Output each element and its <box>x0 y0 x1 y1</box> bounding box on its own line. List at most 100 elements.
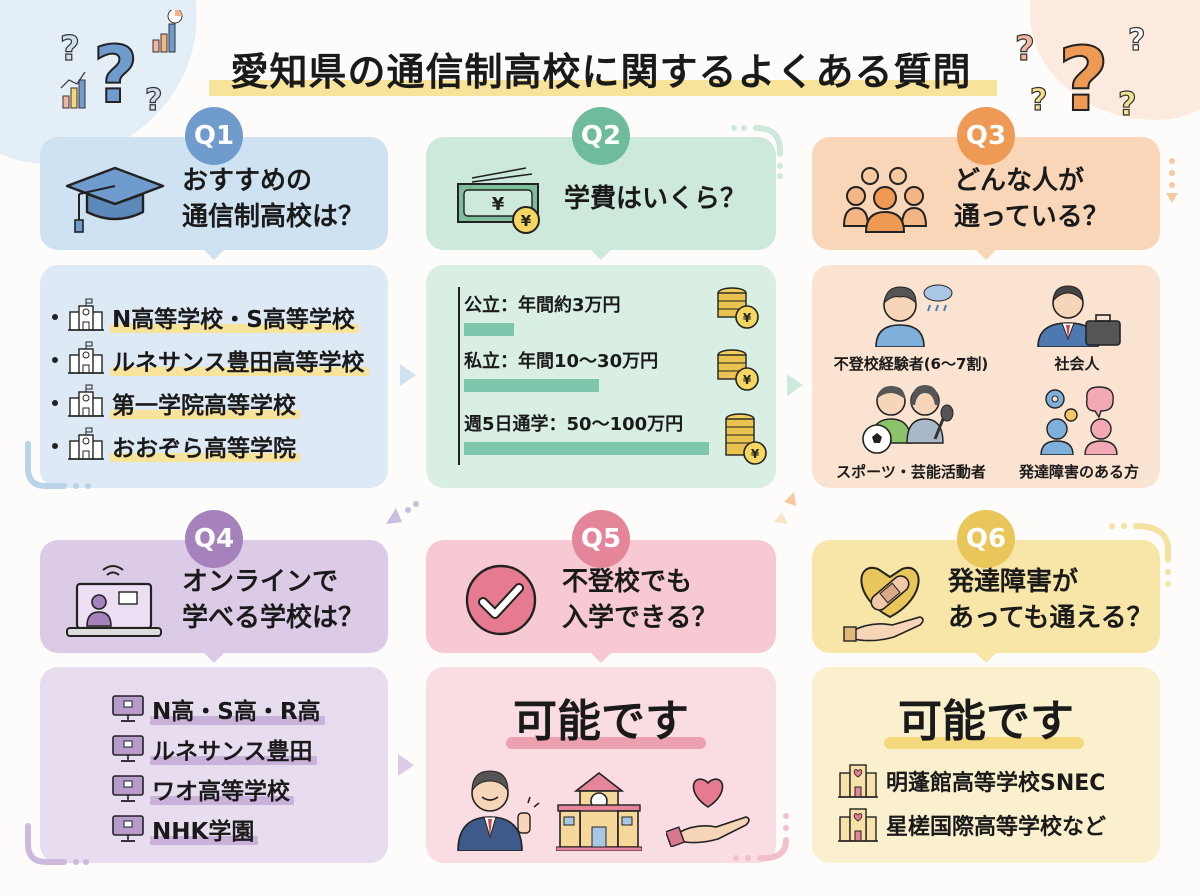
dotted-curve-decoration <box>731 125 783 179</box>
online-school-name: N高・S高・R高 <box>152 699 321 725</box>
coin-stack-icon: ¥ <box>717 349 759 391</box>
q1-question-card: Q1 おすすめの 通信制高校は？ <box>40 107 388 260</box>
q1-question-line1: おすすめの <box>182 165 313 196</box>
q4-question-line1: オンラインで <box>182 566 339 597</box>
person-item: スポーツ・芸能活動者 <box>826 383 996 482</box>
list-item: ワオ高等学校 <box>112 769 321 809</box>
fee-bar <box>464 442 709 455</box>
school-name: N高等学校・S高等学校 <box>112 306 355 333</box>
laptop-online-icon <box>60 555 170 645</box>
coin-stack-icon: ¥ <box>725 413 767 465</box>
q5-badge: Q5 <box>572 510 630 568</box>
q1-school-list: N高等学校・S高等学校 ルネサンス豊田高等学校 第一学院高等学校 おおぞら高等学… <box>48 295 369 467</box>
online-school-name: ルネサンス豊田 <box>152 739 313 765</box>
bandaged-heart-hand-icon <box>832 555 942 645</box>
svg-text:?: ? <box>1030 83 1047 118</box>
fee-bar <box>464 323 514 336</box>
online-school-name: NHK学園 <box>152 819 255 845</box>
q5-question-card: Q5 不登校でも 入学できる？ <box>426 510 776 663</box>
fee-label: 週5日通学：50〜100万円 <box>464 414 684 435</box>
monitor-icon <box>112 815 144 842</box>
dotted-curve-decoration <box>25 441 91 489</box>
person-label: スポーツ・芸能活動者 <box>836 463 986 481</box>
list-item: N高等学校・S高等学校 <box>48 295 365 338</box>
q6-question-line1: 発達障害が <box>948 566 1079 597</box>
q4-question-card: Q4 オンラインで 学べる学校は？ <box>40 510 388 663</box>
q5-question-line2: 入学できる？ <box>562 602 718 633</box>
school-building-icon <box>68 341 104 379</box>
list-item: N高・S高・R高 <box>112 689 325 729</box>
fee-row-fulltime: 週5日通学：50〜100万円 <box>464 410 709 455</box>
q2-question-card: Q2 ¥ ¥ 学費はいくら？ <box>426 107 776 260</box>
q5-answer-card: 可能です <box>426 667 776 863</box>
dotted-curve-decoration <box>733 813 789 861</box>
q6-pointer <box>975 652 997 663</box>
svg-text:?: ? <box>1128 23 1145 58</box>
school-building-icon <box>556 771 642 851</box>
q4-question-line2: 学べる学校は？ <box>182 602 365 633</box>
q3-pointer <box>975 249 997 260</box>
arrow-diagonal-icon <box>774 492 796 524</box>
answer-highlight <box>884 737 1084 749</box>
list-item: 第一学院高等学校 <box>48 381 365 424</box>
svg-text:?: ? <box>60 29 80 69</box>
q2-pointer <box>590 249 612 260</box>
school-name: ルネサンス豊田高等学校 <box>112 349 365 376</box>
svg-text:?: ? <box>1015 29 1035 69</box>
q3-badge: Q3 <box>957 107 1015 165</box>
checkmark-circle-icon <box>446 555 556 645</box>
school-building-icon <box>68 384 104 422</box>
svg-text:?: ? <box>1058 28 1109 120</box>
arrow-right-icon <box>400 364 416 386</box>
q1-answer-card: N高等学校・S高等学校 ルネサンス豊田高等学校 第一学院高等学校 おおぞら高等学… <box>40 265 388 488</box>
person-label: 不登校経験者(6〜7割) <box>833 355 989 373</box>
school-name: 星槎国際高等学校など <box>886 815 1107 840</box>
thumbs-up-student-icon <box>457 770 540 851</box>
coin-stack-icon: ¥ <box>717 287 759 329</box>
fee-axis-line <box>458 287 460 465</box>
q5-answer: 可能です <box>513 696 689 747</box>
sad-student-rain-icon <box>875 284 953 348</box>
arrow-right-icon <box>787 374 803 396</box>
online-school-name: ワオ高等学校 <box>152 779 290 805</box>
brain-gears-people-icon <box>1040 386 1118 456</box>
person-item: 社会人 <box>1012 281 1142 374</box>
q3-answer-card: 不登校経験者(6〜7割) 社会人 スポーツ・芸能活動者 <box>812 265 1160 488</box>
q2-badge: Q2 <box>572 107 630 165</box>
group-people-icon <box>832 154 942 244</box>
sports-performer-icon <box>862 385 954 454</box>
question-marks-chart-icon: ? ? ? <box>59 10 183 115</box>
q1-question-line2: 通信制高校は？ <box>182 201 365 232</box>
page-title-wrap: 愛知県の通信制高校に関するよくある質問 <box>205 38 997 98</box>
fee-row-private: 私立：年間10〜30万円 <box>464 347 658 392</box>
q3-question-line1: どんな人が <box>954 165 1085 196</box>
svg-text:?: ? <box>1118 85 1137 120</box>
q5-question-line1: 不登校でも <box>562 566 693 597</box>
q4-badge: Q4 <box>185 510 243 568</box>
dotted-arrow-down-decoration <box>1166 158 1178 203</box>
list-item: ルネサンス豊田 <box>112 729 321 769</box>
q3-question-line2: 通っている？ <box>954 201 1109 232</box>
school-name: 第一学院高等学校 <box>112 392 296 419</box>
heart-hand-icon <box>666 778 750 847</box>
fee-label: 私立：年間10〜30万円 <box>464 351 659 372</box>
monitor-icon <box>112 775 144 802</box>
school-name: おおぞら高等学院 <box>112 435 296 462</box>
graduation-cap-icon <box>60 154 170 244</box>
bullet-dot <box>52 442 58 449</box>
monitor-icon <box>112 695 144 722</box>
answer-highlight <box>506 737 706 749</box>
svg-text:¥: ¥ <box>492 194 505 215</box>
fee-bar <box>464 379 599 392</box>
q2-question-line1: 学費はいくら？ <box>564 183 747 214</box>
bullet-dot <box>52 356 58 363</box>
question-marks-decoration-icon: ? ? ? ? ? <box>1014 22 1146 120</box>
school-building-icon <box>68 298 104 336</box>
q4-pointer <box>203 652 225 663</box>
yen-banknote-icon: ¥ ¥ <box>446 154 556 244</box>
dotted-curve-decoration <box>25 823 89 865</box>
person-label: 社会人 <box>1054 355 1100 373</box>
q5-pointer <box>590 652 612 663</box>
list-item: 星槎国際高等学校など <box>838 807 1106 843</box>
school-building-icon <box>68 427 104 465</box>
